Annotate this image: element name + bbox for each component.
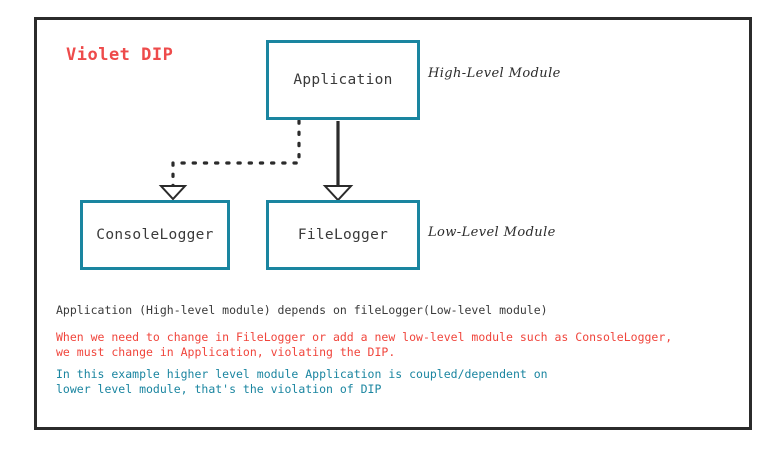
caption-dependency-statement: Application (High-level module) depends … bbox=[56, 303, 548, 317]
annotation-low-level-module: Low-Level Module bbox=[428, 225, 556, 240]
caption-violation-warning: When we need to change in FileLogger or … bbox=[56, 330, 673, 359]
node-application[interactable]: Application bbox=[266, 40, 420, 120]
node-consolelogger-label: ConsoleLogger bbox=[96, 227, 214, 243]
page-title: Violet DIP bbox=[66, 45, 174, 65]
node-application-label: Application bbox=[293, 72, 393, 88]
caption-explanation: In this example higher level module Appl… bbox=[56, 367, 548, 396]
node-filelogger[interactable]: FileLogger bbox=[266, 200, 420, 270]
node-filelogger-label: FileLogger bbox=[297, 227, 389, 243]
annotation-high-level-module: High-Level Module bbox=[428, 66, 561, 81]
node-consolelogger[interactable]: ConsoleLogger bbox=[80, 200, 230, 270]
